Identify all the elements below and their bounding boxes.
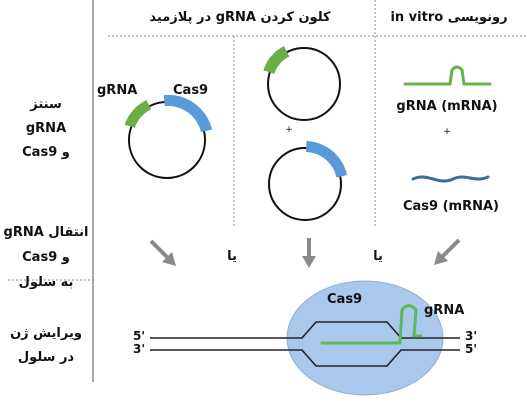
- three-prime-left: 3': [133, 342, 146, 356]
- five-prime-left: 5': [133, 329, 146, 343]
- plasmid-circle: [267, 47, 341, 121]
- cas9-insert: [306, 141, 347, 178]
- three-prime-right: 3': [465, 329, 478, 343]
- plasmid-cas9: [268, 141, 347, 221]
- dna-bottom-strand: [150, 349, 460, 367]
- or-label-left: یا: [227, 249, 237, 264]
- cas9-insert: [163, 94, 212, 133]
- arrow-left: [149, 239, 176, 266]
- arrow-down: [302, 238, 316, 268]
- grna-rna-strand: [403, 65, 492, 86]
- guide-rna-in-cell: [320, 304, 423, 345]
- five-prime-right: 5': [465, 342, 478, 356]
- row-label-synthesis-1: سنتز: [30, 97, 62, 112]
- row-label-delivery-2: و Cas9: [22, 250, 70, 265]
- plus-sign-plasmid: +: [285, 125, 293, 135]
- row-label-delivery-3: به سلول: [18, 275, 74, 290]
- row-label-editing-1: ویرایش ژن: [10, 326, 82, 341]
- or-label-right: یا: [373, 249, 383, 264]
- row-label-synthesis-3: و Cas9: [22, 145, 70, 160]
- grna-in-cell-label: gRNA: [424, 303, 465, 318]
- row-label-editing-2: در سلول: [17, 350, 75, 365]
- plus-sign-in-vitro: +: [443, 127, 451, 137]
- row-label-delivery-1: انتقال gRNA: [3, 225, 89, 240]
- cas9-mrna-label: Cas9 (mRNA): [402, 199, 500, 214]
- grna-mrna-label: gRNA (mRNA): [396, 99, 498, 114]
- plasmid-cas9-label: Cas9: [173, 83, 209, 98]
- dna-top-strand: [150, 321, 460, 339]
- header-plasmid-cloning: کلون کردن gRNA در پلازمید: [149, 10, 331, 25]
- grna-insert: [124, 100, 152, 128]
- header-in-vitro-transcription: رونویسی in vitro: [390, 10, 508, 25]
- arrow-right: [434, 238, 461, 265]
- plasmid-grna: [263, 46, 341, 121]
- plasmid-grna-cas9: [124, 94, 212, 179]
- plasmid-circle: [268, 147, 342, 221]
- row-label-synthesis-2: gRNA: [25, 121, 67, 136]
- plasmid-grna-label: gRNA: [97, 83, 138, 98]
- cas9-mrna-strand: [411, 175, 490, 183]
- cas9-protein-label: Cas9: [327, 292, 363, 307]
- grna-insert: [263, 46, 290, 74]
